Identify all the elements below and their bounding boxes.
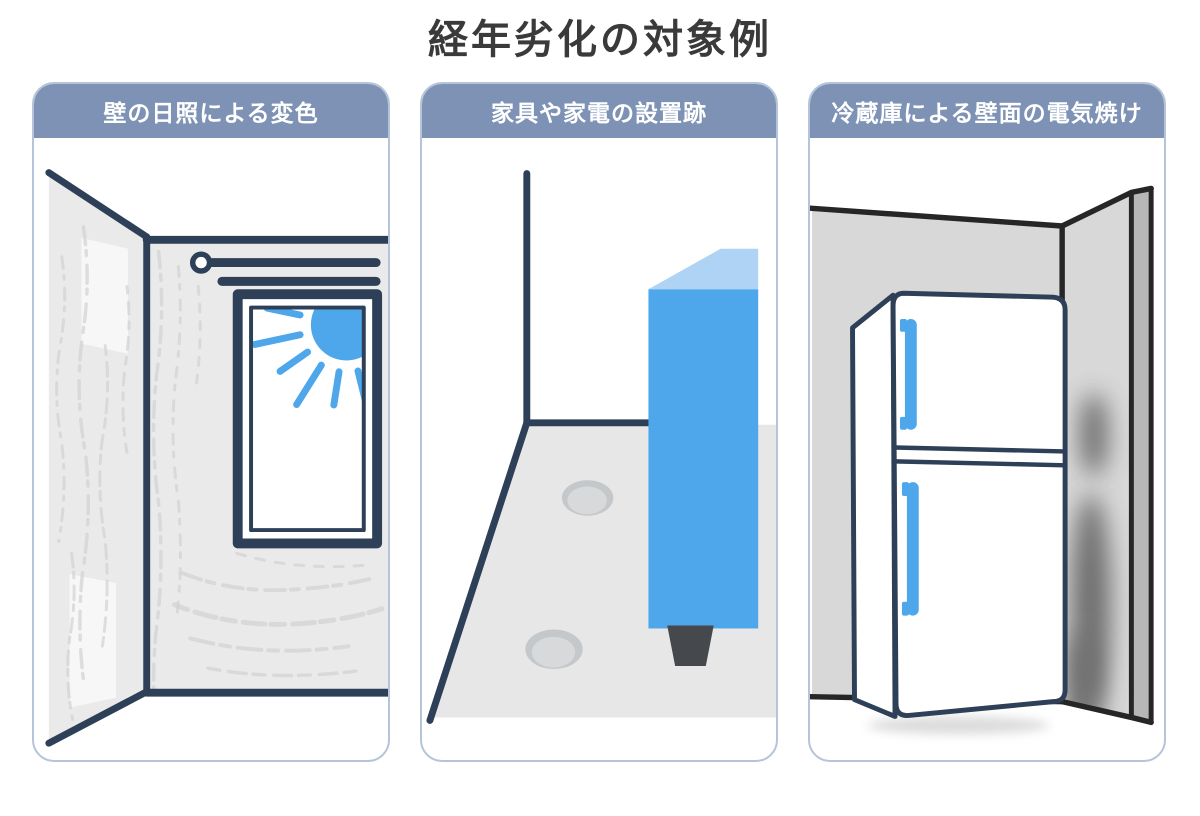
picture-mark-top: [81, 237, 128, 354]
appliance-leg: [667, 625, 714, 667]
fridge-door-handle: [901, 482, 919, 616]
fridge-door-gap: [892, 445, 1068, 468]
panel-placement-marks: 家具や家電の設置跡: [420, 82, 778, 762]
wall-window-sun-drawing: [45, 169, 388, 747]
panel-sun-discoloration: 壁の日照による変色: [32, 82, 390, 762]
room-corner-lines: [426, 170, 652, 724]
sun-discoloration-illustration: [34, 138, 388, 760]
panel-header: 冷蔵庫による壁面の電気焼け: [810, 84, 1164, 138]
floor-dents-drawing: [426, 170, 776, 724]
freezer-door-handle: [899, 318, 917, 430]
window-inner-frame: [249, 305, 366, 533]
fridge-side-face: [850, 292, 898, 719]
placement-marks-illustration: [422, 138, 776, 760]
burn-mark: [1066, 393, 1111, 718]
panel-fridge-burn: 冷蔵庫による壁面の電気焼け: [808, 82, 1166, 762]
panel-header: 家具や家電の設置跡: [422, 84, 776, 138]
curtain-rail-end-cap: [189, 251, 213, 274]
fridge-shadow: [867, 716, 1050, 735]
fridge-handles: [899, 318, 919, 616]
wall-edge: [1128, 185, 1154, 725]
panel-header: 壁の日照による変色: [34, 84, 388, 138]
refrigerator: [850, 290, 1068, 719]
page-root: 経年劣化の対象例 壁の日照による変色: [0, 16, 1200, 762]
floor-dents: [525, 480, 614, 669]
right-wall-discoloration-texture: [151, 249, 385, 693]
page-title: 経年劣化の対象例: [428, 18, 772, 62]
window: [232, 289, 383, 549]
fridge-burn-illustration: [810, 138, 1164, 760]
picture-mark-bottom: [69, 574, 117, 708]
panels-row: 壁の日照による変色: [0, 82, 1200, 762]
appliance-box: [648, 248, 759, 667]
refrigerator-drawing: [810, 185, 1154, 735]
sun-icon: [310, 309, 363, 361]
left-wall-discoloration-texture: [55, 225, 131, 721]
left-wall: [48, 172, 147, 744]
wall-outlines: [45, 169, 388, 747]
fridge-front-face: [890, 290, 1068, 718]
window-outer-frame: [232, 289, 383, 549]
curtain-rail: [189, 251, 381, 286]
